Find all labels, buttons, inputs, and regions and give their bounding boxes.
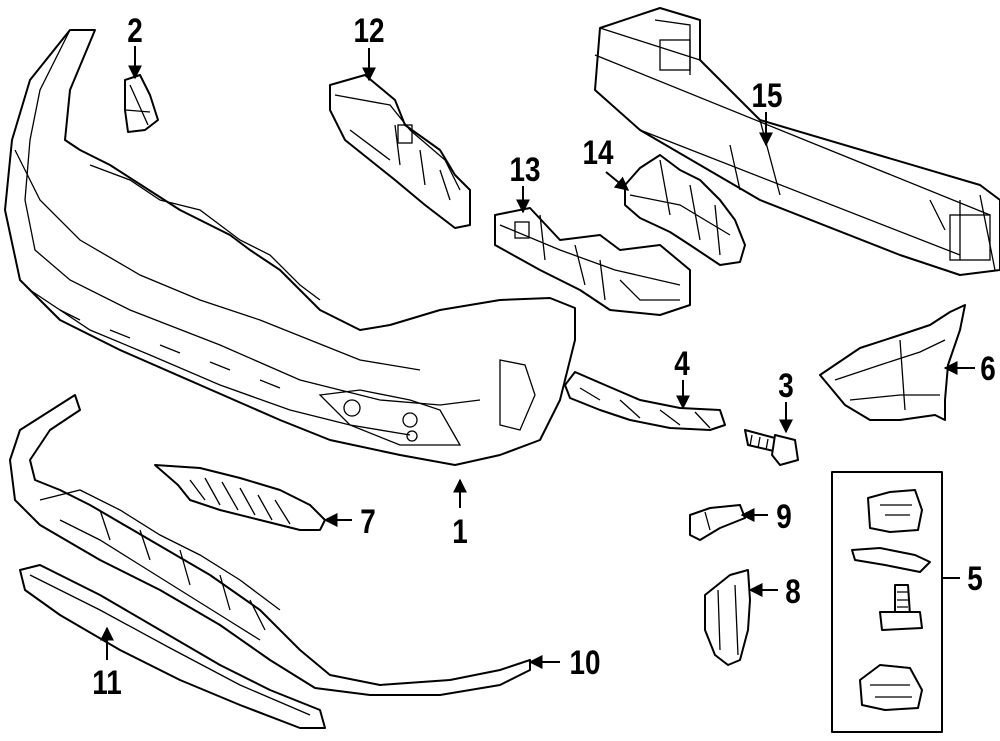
part-2-bracket[interactable] [124, 74, 159, 133]
part-10-lower-spoiler[interactable] [9, 394, 531, 696]
callout-12[interactable]: 12 [353, 11, 384, 49]
callout-14[interactable]: 14 [583, 133, 615, 171]
part-9-clip[interactable] [689, 504, 746, 541]
part-14-bracket[interactable] [624, 154, 746, 266]
part-4-bracket[interactable] [564, 371, 726, 431]
part-8-bracket[interactable] [704, 569, 751, 666]
callout-3[interactable]: 3 [778, 366, 794, 404]
part-15-reinforcement-beam[interactable] [594, 7, 1000, 276]
callout-11[interactable]: 11 [92, 663, 121, 701]
part-7-grille-insert[interactable] [154, 464, 326, 531]
callout-10[interactable]: 10 [569, 643, 600, 681]
callout-2[interactable]: 2 [127, 11, 143, 49]
leader-14 [605, 171, 630, 191]
part-3-bolt[interactable] [744, 429, 799, 466]
callout-4[interactable]: 4 [674, 344, 690, 382]
callout-13[interactable]: 13 [509, 150, 540, 188]
leader-lines [100, 46, 975, 669]
part-13-bracket[interactable] [494, 207, 691, 316]
part-5-hardware-kit[interactable] [831, 471, 943, 733]
callout-5[interactable]: 5 [967, 559, 983, 597]
callout-6[interactable]: 6 [980, 349, 996, 387]
part-1-bumper-cover[interactable] [4, 29, 576, 466]
part-11-lower-trim[interactable] [19, 564, 326, 729]
callout-8[interactable]: 8 [785, 572, 801, 610]
callout-15[interactable]: 15 [751, 76, 782, 114]
callout-7[interactable]: 7 [360, 502, 376, 540]
part-12-bracket[interactable] [329, 74, 471, 229]
callout-1[interactable]: 1 [452, 512, 468, 550]
callout-9[interactable]: 9 [776, 497, 792, 535]
callout-labels: 1 2 3 4 5 6 7 8 9 10 11 12 13 14 15 [92, 11, 995, 701]
part-6-corner-bracket[interactable] [819, 304, 966, 421]
